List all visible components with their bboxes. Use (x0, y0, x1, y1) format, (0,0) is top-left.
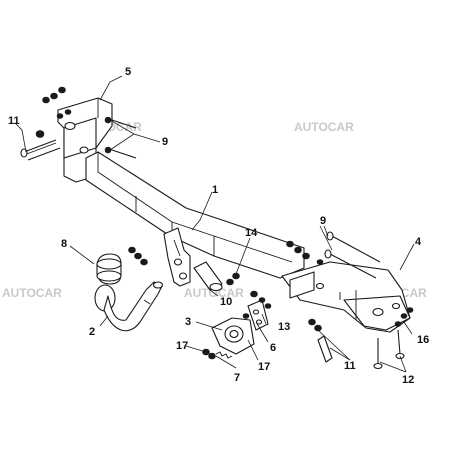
spacer-sleeve (193, 261, 223, 292)
callout-3: 3 (185, 316, 191, 328)
callout-8: 8 (61, 238, 67, 250)
callout-10: 10 (220, 296, 232, 308)
leader-lines (15, 75, 415, 373)
left-mounting-bracket (57, 97, 113, 183)
plate-13 (247, 299, 269, 331)
main-cross-beam (85, 151, 305, 279)
callout-1: 1 (212, 184, 218, 196)
callout-17-left: 17 (176, 340, 188, 352)
callout-9-top: 9 (162, 136, 168, 148)
tow-ball-arm (94, 281, 164, 332)
callout-16: 16 (417, 334, 429, 346)
callout-13: 13 (278, 321, 290, 333)
watermark-top-right: AUTOCAR (294, 120, 354, 134)
callout-6: 6 (270, 342, 276, 354)
right-mounting-bracket (281, 261, 411, 333)
callout-17-right: 17 (258, 361, 270, 373)
watermark-mid-left: AUTOCAR (2, 286, 62, 300)
ball-mount-bracket (163, 227, 191, 287)
right-fastener-cluster (286, 231, 414, 370)
tow-ball (96, 253, 122, 285)
callout-4: 4 (415, 236, 422, 248)
callout-14: 14 (245, 227, 258, 239)
callout-11-left: 11 (8, 115, 20, 127)
socket-plate (211, 317, 255, 355)
callout-11-right: 11 (344, 360, 356, 372)
callout-labels: 5 9 11 1 9 4 8 14 2 10 3 13 6 17 17 7 11… (8, 66, 429, 386)
callout-7: 7 (234, 372, 240, 384)
callout-9-right: 9 (320, 215, 326, 227)
callout-2: 2 (89, 326, 95, 338)
callout-5: 5 (125, 66, 131, 78)
callout-12: 12 (402, 374, 414, 386)
